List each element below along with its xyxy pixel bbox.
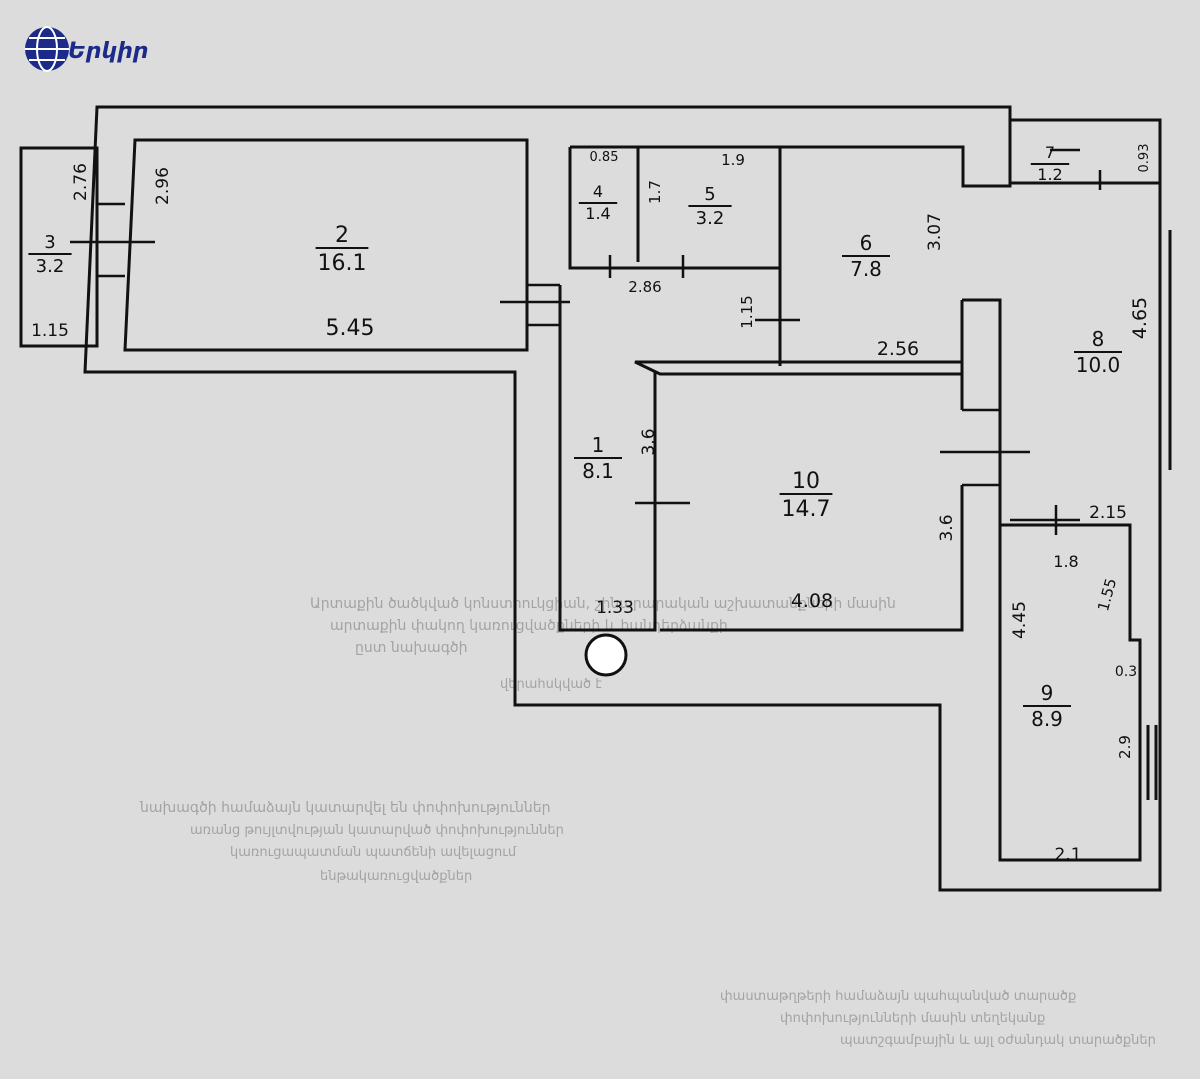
dimension-label: 3.07 — [925, 213, 945, 251]
dimension-label: 1.33 — [596, 598, 634, 618]
entrance-marker — [584, 633, 628, 677]
room-number: 3 — [44, 232, 55, 253]
room-area: 14.7 — [782, 497, 831, 522]
dimension-label: 2.96 — [153, 167, 173, 205]
room-area: 8.9 — [1031, 707, 1063, 731]
room-number: 9 — [1041, 681, 1054, 705]
room-area: 1.4 — [585, 204, 610, 223]
room-1: 18.1 — [574, 433, 622, 483]
room-number: 8 — [1092, 327, 1105, 351]
room-3: 33.2 — [28, 232, 72, 277]
faded-text-line: նախագծի համաձայն կատարվել են փոփոխությու… — [139, 800, 551, 816]
room-2: 216.1 — [315, 223, 369, 276]
room-8: 810.0 — [1074, 327, 1122, 377]
dimension-label: 1.7 — [646, 180, 664, 204]
room-number: 10 — [792, 469, 820, 494]
faded-text-line: արտաքին փակող կառուցվածքների և հանդերձան… — [330, 618, 728, 634]
dimension-label: 2.76 — [71, 163, 91, 201]
dimension-label: 3.6 — [937, 514, 957, 541]
door-marks — [70, 148, 1102, 535]
faded-text-line: վերահսկված է — [500, 677, 602, 692]
walls — [19, 105, 1172, 892]
room-area: 16.1 — [318, 251, 367, 276]
faded-text-line: ենթակառուցվածքներ — [320, 869, 472, 884]
room-area: 7.8 — [850, 257, 882, 281]
faded-text-line: փաստաթղթերի համաձայն պահպանված տարածք — [720, 989, 1076, 1004]
dimension-label: 0.85 — [590, 150, 619, 165]
faded-background-text: Արտաքին ծածկված կոնստրուկցիան, շինարարակ… — [139, 596, 1156, 1048]
faded-text-line: կառուցապատման պատճենի ավելացում — [230, 845, 517, 860]
dimension-label: 4.08 — [791, 590, 833, 612]
faded-text-line: պատշգամբային և այլ օժանդակ տարածքներ — [840, 1033, 1156, 1048]
room-10: 10 14.7 — [779, 469, 833, 522]
room-area: 8.1 — [582, 459, 614, 483]
dimension-label: 1.15 — [738, 295, 756, 328]
dimension-label: 2.86 — [628, 278, 661, 296]
faded-text-line: փոփոխությունների մասին տեղեկանք — [780, 1011, 1045, 1026]
room-number: 1 — [592, 433, 605, 457]
logo: Երկիր — [25, 26, 149, 72]
logo-text: Երկիր — [68, 39, 149, 64]
dimension-label: 1.8 — [1053, 552, 1078, 571]
room-7: 71.2 — [1030, 143, 1070, 184]
room-area: 3.2 — [36, 256, 65, 277]
dimension-label: 2.1 — [1054, 845, 1081, 865]
room-number: 5 — [704, 184, 715, 205]
faded-text-line: ըստ նախագծի — [355, 640, 468, 656]
dimension-label: 4.45 — [1010, 601, 1030, 639]
dimension-label: 5.45 — [326, 316, 375, 341]
room-area: 1.2 — [1037, 165, 1062, 184]
dimension-label: 1.9 — [721, 151, 745, 169]
dimension-label: 1.15 — [31, 321, 69, 341]
dimension-label: 1.55 — [1094, 576, 1120, 613]
room-area: 3.2 — [696, 208, 725, 229]
room-area: 10.0 — [1076, 353, 1121, 377]
dimension-label: 0.3 — [1115, 664, 1137, 680]
dimension-label: 2.56 — [877, 338, 919, 360]
dimension-label: 2.15 — [1089, 503, 1127, 523]
faded-text-line: Արտաքին ծածկված կոնստրուկցիան, շինարարակ… — [310, 596, 896, 612]
room-5: 53.2 — [688, 184, 732, 229]
room-9: 98.9 — [1023, 681, 1071, 731]
room-number: 7 — [1045, 143, 1055, 162]
dimension-label: 4.65 — [1129, 297, 1151, 339]
room-number: 6 — [860, 231, 873, 255]
dimension-label: 0.93 — [1137, 144, 1152, 173]
dimension-label: 2.9 — [1116, 735, 1134, 759]
dimension-label: 3.6 — [639, 428, 659, 455]
room-4: 41.4 — [578, 182, 618, 223]
room-number: 2 — [335, 223, 349, 248]
faded-text-line: առանց թույլտվության կատարված փոփոխությու… — [190, 823, 564, 838]
room-6: 67.8 — [842, 231, 890, 281]
room-number: 4 — [593, 182, 603, 201]
